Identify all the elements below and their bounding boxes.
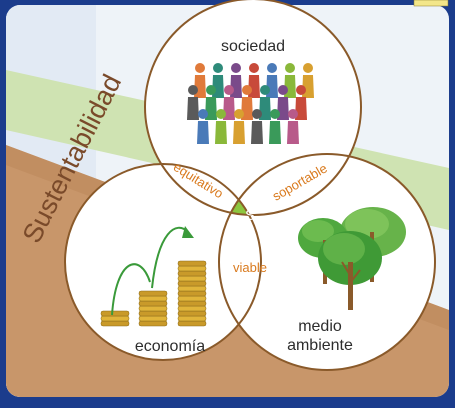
coin-stacks-icon [100,260,207,327]
label-center-s: S [245,207,255,224]
label-sociedad: sociedad [221,38,285,55]
circle-economia-outline [64,163,262,361]
label-medio: medio [298,318,342,335]
label-viable: viable [233,260,267,275]
corner-tab [413,0,449,7]
label-economia: economía [135,338,205,355]
circle-sociedad-outline [144,0,362,216]
trees-icon [298,207,406,310]
growth-arrow-icon [111,226,194,316]
circle-medio-ambiente-outline [218,153,436,371]
people-crowd-icon [187,63,314,144]
label-ambiente: ambiente [287,337,353,354]
